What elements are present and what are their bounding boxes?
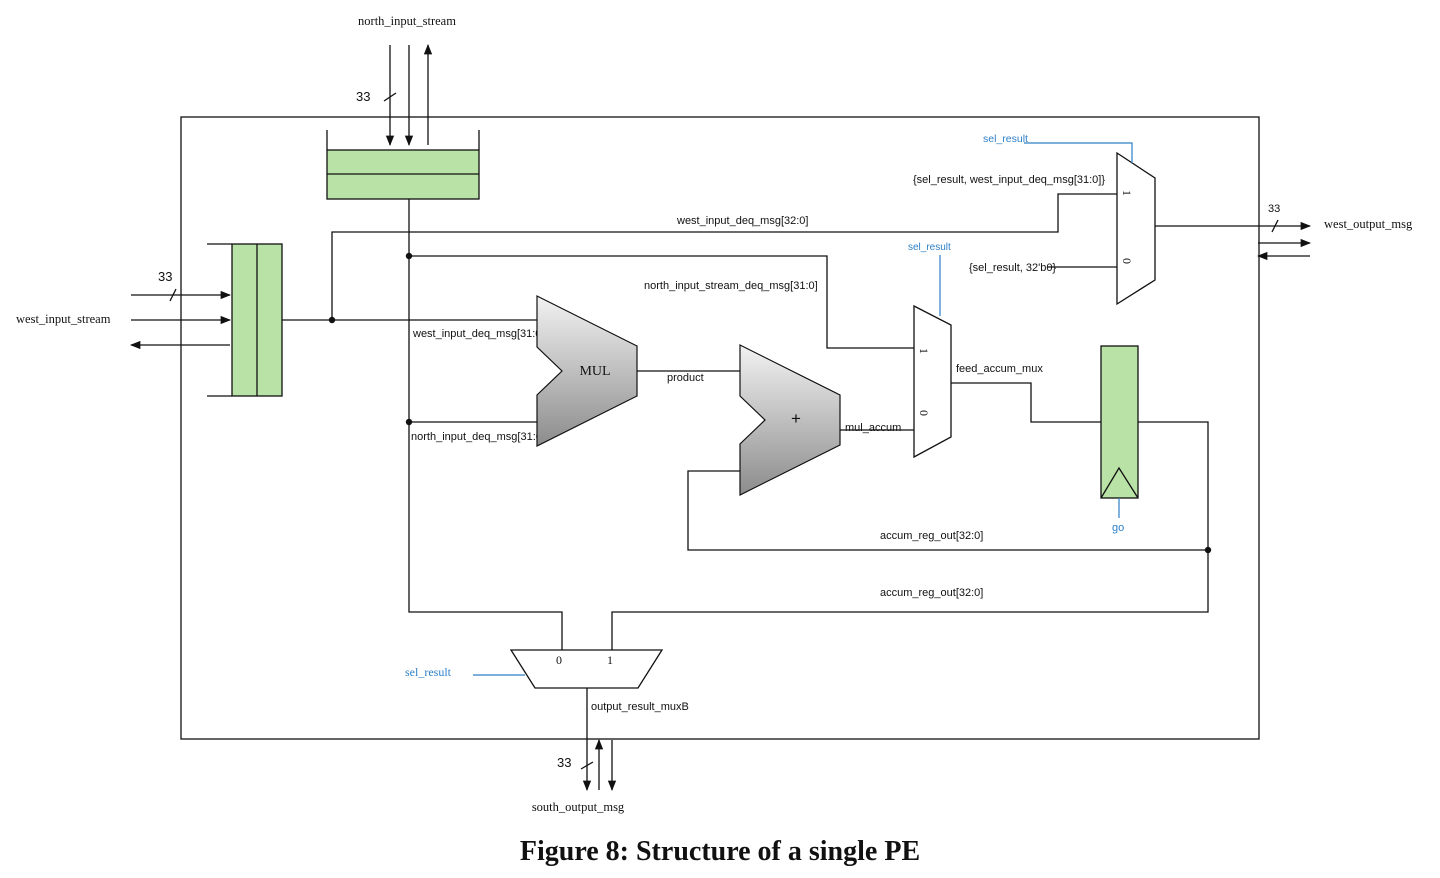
go-label: go xyxy=(1112,522,1124,534)
north-width-label: 33 xyxy=(356,89,370,104)
output-result-muxB-label: output_result_muxB xyxy=(591,701,689,713)
accum-reg-out-label-1: accum_reg_out[32:0] xyxy=(880,530,983,542)
accum-feedback-wire xyxy=(687,470,1208,551)
west-deq-msg-mul-label: west_input_deq_msg[31:0] xyxy=(412,328,544,340)
product-label: product xyxy=(667,372,704,384)
west-in-width-label: 33 xyxy=(158,269,172,284)
accum-reg-out-wire xyxy=(611,421,1209,650)
feed-mux-input-1-label: 1 xyxy=(917,348,931,354)
west-mux-in1-label: {sel_result, west_input_deq_msg[31:0]} xyxy=(913,174,1105,186)
accum-reg-out-label-2: accum_reg_out[32:0] xyxy=(880,587,983,599)
mul-unit xyxy=(536,295,638,447)
west-in-width-tick xyxy=(169,288,177,302)
sel-result-south-label: sel_result xyxy=(405,665,452,679)
north-deq-junction-mul xyxy=(405,418,413,426)
west-output-mux xyxy=(1116,151,1156,306)
adder-label: + xyxy=(791,409,801,428)
accum-register xyxy=(1100,345,1139,499)
north-deq-msg-mul-label: north_input_deq_msg[31:0] xyxy=(411,431,545,443)
south-output-label: south_output_msg xyxy=(532,800,625,814)
feed-accum-mux-label: feed_accum_mux xyxy=(956,363,1043,375)
west-deq-junction xyxy=(328,316,336,324)
west-mux-in0-label: {sel_result, 32'b0} xyxy=(969,262,1056,274)
west-output-label: west_output_msg xyxy=(1324,217,1413,231)
west-mux-input-0-label: 0 xyxy=(1120,258,1134,264)
sel-result-west-wire xyxy=(1024,142,1133,163)
south-width-label: 33 xyxy=(557,755,571,770)
figure-caption: Figure 8: Structure of a single PE xyxy=(519,836,921,867)
west-mux-input-1-label: 1 xyxy=(1120,190,1134,196)
mul-accum-label: mul_accum xyxy=(845,422,901,434)
west-deq-wire-up xyxy=(331,193,1117,320)
pe-boundary xyxy=(180,116,1260,740)
north-deq-wire-vertical xyxy=(408,199,563,650)
feed-accum-mux xyxy=(913,304,952,459)
south-mux-input-1-label: 1 xyxy=(607,653,613,667)
sel-result-west-label: sel_result xyxy=(983,133,1028,145)
west-out-width-label: 33 xyxy=(1268,203,1280,215)
south-output-mux xyxy=(509,649,664,689)
accum-reg-out-junction xyxy=(1204,546,1212,554)
feed-mux-input-0-label: 0 xyxy=(917,410,931,416)
west-deq-msg-top-label: west_input_deq_msg[32:0] xyxy=(676,215,808,227)
south-width-tick xyxy=(580,761,594,770)
feed-accum-mux-wire xyxy=(951,382,1101,423)
north-stream-deq-msg-label: north_input_stream_deq_msg[31:0] xyxy=(644,280,818,292)
west-input-label: west_input_stream xyxy=(16,312,111,326)
accum-register-clock-triangle xyxy=(1100,466,1139,499)
sel-result-feed-label: sel_result xyxy=(908,242,951,253)
north-deq-wire-to-feed-mux xyxy=(409,255,914,349)
mul-label: MUL xyxy=(579,364,610,379)
west-out-width-tick xyxy=(1271,219,1279,233)
north-width-tick xyxy=(383,92,397,102)
south-mux-input-0-label: 0 xyxy=(556,653,562,667)
north-input-label: north_input_stream xyxy=(358,14,456,28)
adder-unit xyxy=(739,344,841,496)
north-deq-junction-top xyxy=(405,252,413,260)
